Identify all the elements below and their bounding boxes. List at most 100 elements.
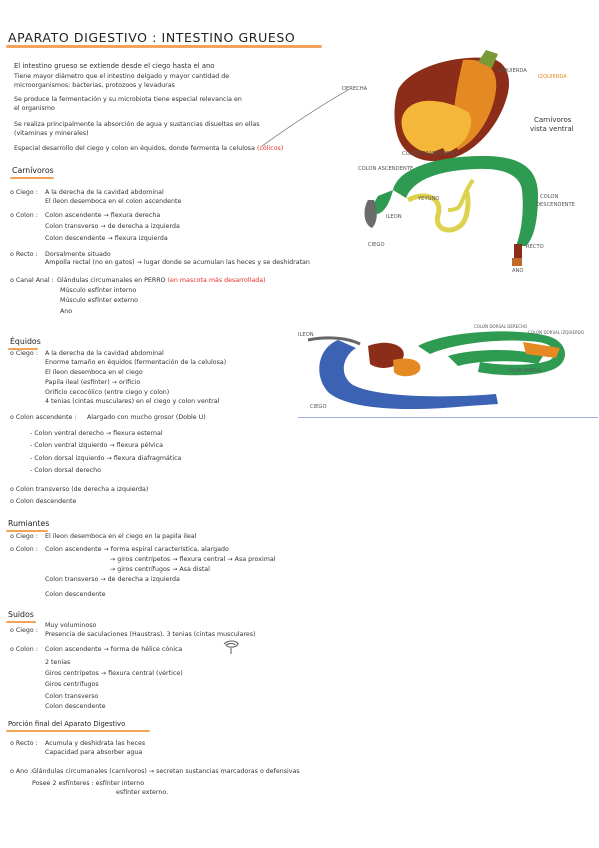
porcion-recto-head: o Recto :: [10, 740, 38, 747]
intro-line-5: el organismo: [14, 105, 55, 112]
carnivoros-colon-1: Colon ascendente → flexura derecha: [45, 212, 161, 219]
equidos-ciego-head: o Ciego :: [10, 350, 38, 357]
rumiantes-ciego-head: o Ciego :: [10, 533, 38, 540]
rumiantes-colon-head: o Colon :: [10, 546, 38, 553]
suidos-colon-head: o Colon :: [10, 646, 38, 653]
equine-intestine-diagram: ILEON CIEGO COLON DORSAL DERECHO COLON D…: [298, 324, 584, 410]
carnivoros-canal-3: Músculo esfínter externo: [60, 297, 138, 304]
suidos-ciego-2: Presencia de saculaciones (Haustras). 3 …: [45, 631, 256, 638]
section-rumiantes-underline: [6, 530, 48, 532]
carnivoros-canal-4: Ano: [60, 308, 73, 315]
carnivoros-canal-head: o Canal Anal :: [10, 277, 54, 284]
section-porcion-heading: Porción final del Aparato Digestivo: [8, 720, 126, 728]
carnivoros-recto-head: o Recto :: [10, 251, 38, 258]
porcion-ano-head: o Ano :: [10, 768, 33, 775]
label-vista-ventral: vista ventral: [530, 125, 574, 133]
carnivoros-ciego-head: o Ciego :: [10, 189, 38, 196]
stomach-yellow-shape: [401, 100, 472, 154]
label-colon-ascendente: COLON ASCENDENTE: [358, 166, 413, 172]
intro-line-2: Tiene mayor diámetro que el intestino de…: [14, 73, 230, 80]
intro-line-1: El intestino grueso se extiende desde el…: [14, 62, 215, 70]
carnivoros-canal-1-text: Glándulas circumanales en PERRO: [57, 277, 166, 284]
rumiantes-ciego-1: El íleon desemboca en el ciego en la pap…: [45, 533, 197, 540]
ileon-shape: [307, 336, 361, 346]
section-carnivoros-heading: Carnívoros: [12, 166, 54, 175]
rumiantes-colon-3: → giros centrífugos → Asa distal: [110, 566, 210, 573]
label-yeyuno: YEYUNO: [417, 196, 439, 202]
section-suidos-underline: [6, 621, 36, 623]
esophagus-shape: [478, 50, 498, 68]
label-izquierda-top: IZQUIERDA: [498, 68, 527, 74]
label-ano: ANO: [512, 268, 524, 274]
porcion-ano-2: Posee 2 esfínteres : esfínter interno: [32, 780, 145, 787]
porcion-recto-1: Acumula y deshidrata las heces: [45, 740, 146, 747]
equidos-colon-head: o Colon ascendente :: [10, 414, 77, 421]
intro-line-8: Especial desarrollo del ciego y colon en…: [14, 145, 283, 153]
carnivoros-ciego-2: El íleon desemboca en el colon ascendent…: [45, 198, 182, 205]
suidos-colon-4: Giros centrífugos: [45, 681, 99, 688]
intro-line-3: microorganismos: bacterias, protozoos y …: [14, 82, 175, 89]
carnivoros-ciego-1: A la derecha de la cavidad abdominal: [45, 189, 164, 196]
label-carnivoros: Carnívoros: [534, 116, 572, 124]
label-derecha: DERECHA: [342, 86, 368, 92]
rumiantes-colon-5: Colon descendente: [45, 591, 106, 598]
intro-connector-lines: [261, 89, 349, 147]
label-colon-transverso: COLON TRANSVERSO: [402, 151, 457, 157]
ileon-shape: [406, 189, 471, 233]
carnivoros-canal-red-note: (en mascota más desarrollada): [167, 277, 266, 284]
orange-loop-shape: [393, 358, 421, 377]
porcion-ano-3: esfínter externo.: [116, 789, 169, 796]
colon-orange-segment: [523, 342, 560, 358]
section-suidos-heading: Suidos: [8, 610, 34, 619]
intro-red-note: (cólicos): [256, 145, 284, 152]
suidos-ciego-1: Muy voluminoso: [45, 622, 97, 629]
equidos-colon-4: - Colon dorsal derecho: [30, 467, 101, 474]
rumiantes-colon-4: Colon transverso → de derecha a izquierd…: [45, 576, 180, 583]
colon-dorsal-shape: [418, 331, 566, 376]
carnivore-intestine-diagram: DERECHA IZQUIERDA IZQUIERDA Carnívoros v…: [342, 50, 575, 274]
equidos-colon-head-text: Alargado con mucho grosor (Doble U): [87, 414, 206, 421]
label-recto: RECTO: [526, 244, 544, 250]
diagram2-baseline: [298, 417, 598, 418]
section-rumiantes-heading: Rumiantes: [8, 519, 50, 528]
suidos-ciego-head: o Ciego :: [10, 627, 38, 634]
carnivoros-recto-1: Dorsalmente situado: [45, 251, 111, 258]
carnivoros-recto-2: Ampolla rectal (no en gatos) → lugar don…: [45, 259, 310, 266]
intro-line-8-text: Especial desarrollo del ciego y colon en…: [14, 145, 255, 152]
carnivoros-canal-1: Glándulas circumanales en PERRO (en masc…: [57, 277, 266, 285]
suidos-colon-2: 2 tenias: [45, 659, 71, 666]
ciego-shape: [364, 200, 377, 228]
label-colon-descendente-2: DESCENDENTE: [536, 202, 575, 208]
spiral-cone-icon: [223, 640, 239, 654]
rumiantes-colon-1: Colon ascendente → forma espiral caracte…: [45, 546, 229, 553]
equidos-ciego-5: Orificio cecocólico (entre ciego y colon…: [45, 389, 170, 396]
section-equidos-underline: [8, 348, 38, 350]
colon-ventral-shape: [448, 350, 543, 366]
label-ciego: CIEGO: [368, 242, 385, 248]
suidos-colon-6: Colon descendente: [45, 703, 106, 710]
suidos-colon-1: Colon ascendente → forma de hélice cónic…: [45, 646, 183, 653]
equidos-ciego-2: Enorme tamaño en équidos (fermentación d…: [45, 359, 227, 366]
equidos-ciego-3: El íleon desemboca en el ciego: [45, 369, 143, 376]
equidos-ciego-4: Papila ileal (esfínter) → orificio: [45, 379, 141, 386]
suidos-colon-3: Giros centrípetos → flexura central (vér…: [45, 670, 183, 677]
equine-label-top3: COLON VENTRAL: [508, 368, 542, 373]
equidos-colon-2: - Colon ventral izquierdo → flexura pélv…: [30, 442, 163, 449]
section-equidos-heading: Équidos: [10, 337, 41, 346]
equidos-colon-1: - Colon ventral derecho → flexura estern…: [30, 430, 163, 437]
equine-label-ciego: CIEGO: [310, 404, 327, 410]
equidos-descendente: o Colon descendente: [10, 498, 77, 505]
section-porcion-underline: [6, 730, 150, 732]
equine-label-ileon: ILEON: [298, 332, 314, 338]
ciego-blue-shape: [319, 340, 498, 410]
carnivoros-colon-head: o Colon :: [10, 212, 38, 219]
label-colon-descendente-1: COLON: [540, 194, 558, 200]
equine-label-top2: COLON DORSAL IZQUIERDO: [528, 330, 584, 335]
label-izquierda: IZQUIERDA: [538, 74, 567, 80]
yeyuno-shape: [447, 178, 475, 212]
title-underline: [6, 45, 322, 48]
equine-label-top1: COLON DORSAL DERECHO: [474, 324, 527, 329]
equidos-colon-3: - Colon dorsal izquierdo → flexura diafr…: [30, 455, 182, 462]
carnivoros-colon-2: Colon transverso → de derecha a izquierd…: [45, 223, 180, 230]
intro-line-7: (vitaminas y minerales): [14, 130, 89, 137]
